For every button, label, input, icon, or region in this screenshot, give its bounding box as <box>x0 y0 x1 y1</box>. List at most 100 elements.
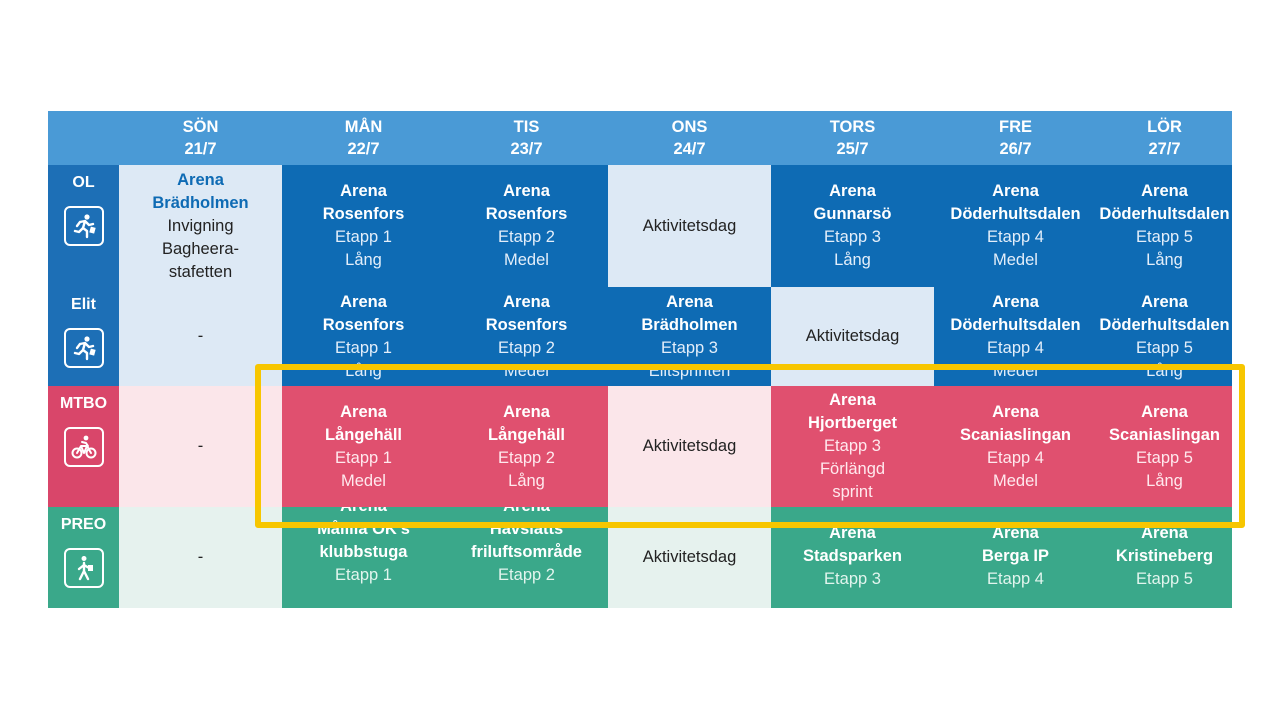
runner-icon <box>63 328 104 368</box>
cell-elit-sun: - <box>119 287 282 386</box>
day-date: 26/7 <box>999 140 1032 158</box>
activity-day-label: Aktivitetsdag <box>642 548 737 566</box>
stage-label: Etapp 2 <box>498 228 555 246</box>
cell-ol-mon: Arena Rosenfors Etapp 1 Lång <box>282 165 445 287</box>
stage-label: Etapp 5 <box>1136 570 1193 588</box>
day-date: 23/7 <box>510 140 543 158</box>
arena-label: Arena <box>177 171 224 189</box>
walker-icon <box>63 548 104 588</box>
arena-label: Arena <box>503 507 550 518</box>
stage-label: Etapp 5 <box>1136 448 1193 467</box>
arena-place: Rosenfors <box>485 205 568 223</box>
stage-label: Etapp 4 <box>987 570 1044 588</box>
distance-label: Lång <box>1146 471 1183 490</box>
arena-label: Arena <box>992 293 1039 311</box>
stage-label: Etapp 4 <box>987 448 1044 467</box>
event-text: stafetten <box>168 263 233 281</box>
arena-place: Målilla OK's <box>317 520 410 538</box>
cyclist-icon <box>63 427 104 467</box>
distance-label: Medel <box>341 471 386 490</box>
arena-place: Scaniaslingan <box>960 425 1071 444</box>
arena-label: Arena <box>340 402 387 421</box>
arena-place: Berga IP <box>982 547 1049 565</box>
distance-label: Medel <box>504 251 549 269</box>
cell-mtbo-sun: - <box>119 386 282 507</box>
distance-label: sprint <box>832 483 873 501</box>
arena-label: Arena <box>1141 402 1188 421</box>
arena-label: Arena <box>1141 182 1188 200</box>
cell-mtbo-mon: Arena Långehäll Etapp 1 Medel <box>282 386 445 507</box>
arena-place: Hjortberget <box>808 414 897 432</box>
day-name: MÅN <box>344 118 383 136</box>
cell-mtbo-tue: Arena Långehäll Etapp 2 Lång <box>445 386 608 507</box>
cell-ol-fri: Arena Döderhultsdalen Etapp 4 Medel <box>934 165 1097 287</box>
arena-place: Stadsparken <box>802 547 903 565</box>
stage-label: Etapp 3 <box>824 570 881 588</box>
day-date: 24/7 <box>673 140 706 158</box>
row-label-elit: Elit <box>48 287 119 386</box>
arena-place: klubbstuga <box>319 543 408 561</box>
cell-ol-thu: Arena Gunnarsö Etapp 3 Lång <box>771 165 934 287</box>
arena-place: Döderhultsdalen <box>1099 316 1230 334</box>
stage-label: Etapp 2 <box>498 339 555 357</box>
row-preo: PREO - Arena Målilla OK's klubbstuga Eta… <box>48 507 1232 608</box>
arena-label: Arena <box>829 391 876 409</box>
row-elit: Elit - Arena Rosenfors Etapp 1 Lång Aren… <box>48 287 1232 386</box>
distance-label: Lång <box>508 471 545 490</box>
stage-label: Etapp 2 <box>498 448 555 467</box>
distance-label: Medel <box>993 362 1038 380</box>
day-name: LÖR <box>1147 118 1182 136</box>
day-name: TORS <box>829 118 876 136</box>
stage-label: Etapp 1 <box>335 228 392 246</box>
stage-label: Etapp 2 <box>498 566 555 584</box>
cell-elit-tue: Arena Rosenfors Etapp 2 Medel <box>445 287 608 386</box>
arena-place: Brädholmen <box>641 316 738 334</box>
stage-label: Etapp 3 <box>661 339 718 357</box>
arena-place: Döderhultsdalen <box>950 316 1081 334</box>
row-label-text: OL <box>72 174 95 191</box>
day-date: 27/7 <box>1148 140 1181 158</box>
cell-ol-sat: Arena Döderhultsdalen Etapp 5 Lång <box>1097 165 1232 287</box>
arena-label: Arena <box>503 293 550 311</box>
cell-mtbo-thu: Arena Hjortberget Etapp 3 Förlängd sprin… <box>771 386 934 507</box>
arena-place: Scaniaslingan <box>1109 425 1220 444</box>
cell-mtbo-sat: Arena Scaniaslingan Etapp 5 Lång <box>1097 386 1232 507</box>
activity-day-label: Aktivitetsdag <box>642 437 737 455</box>
cell-ol-sun: Arena Brädholmen Invigning Bagheera- sta… <box>119 165 282 287</box>
arena-place: Kristineberg <box>1115 547 1214 565</box>
event-text: Bagheera- <box>161 240 240 258</box>
distance-label: Medel <box>504 362 549 380</box>
cell-preo-mon: Arena Målilla OK's klubbstuga Etapp 1 <box>282 507 445 608</box>
arena-label: Arena <box>503 402 550 421</box>
header-corner <box>48 111 119 165</box>
cell-preo-fri: Arena Berga IP Etapp 4 <box>934 507 1097 608</box>
cell-elit-wed: Arena Brädholmen Etapp 3 Elitsprinten <box>608 287 771 386</box>
stage-label: Etapp 1 <box>335 339 392 357</box>
cell-mtbo-wed: Aktivitetsdag <box>608 386 771 507</box>
row-label-text: Elit <box>71 296 96 313</box>
distance-label: Medel <box>993 471 1038 490</box>
day-name: ONS <box>671 118 708 136</box>
cell-elit-thu: Aktivitetsdag <box>771 287 934 386</box>
distance-label: Lång <box>1146 251 1183 269</box>
arena-label: Arena <box>992 402 1039 421</box>
cell-preo-wed: Aktivitetsdag <box>608 507 771 608</box>
row-label-mtbo: MTBO <box>48 386 119 507</box>
row-label-preo: PREO <box>48 507 119 608</box>
distance-label: Lång <box>345 362 382 380</box>
cell-ol-tue: Arena Rosenfors Etapp 2 Medel <box>445 165 608 287</box>
arena-place: Långehäll <box>324 425 402 444</box>
arena-label: Arena <box>829 182 876 200</box>
distance-label: Elitsprinten <box>648 362 731 380</box>
arena-place: Havslätts <box>489 520 564 538</box>
cell-preo-thu: Arena Stadsparken Etapp 3 <box>771 507 934 608</box>
arena-label: Arena <box>1141 524 1188 542</box>
cell-ol-wed: Aktivitetsdag <box>608 165 771 287</box>
cell-mtbo-fri: Arena Scaniaslingan Etapp 4 Medel <box>934 386 1097 507</box>
day-date: 22/7 <box>347 140 380 158</box>
distance-label: Lång <box>834 251 871 269</box>
